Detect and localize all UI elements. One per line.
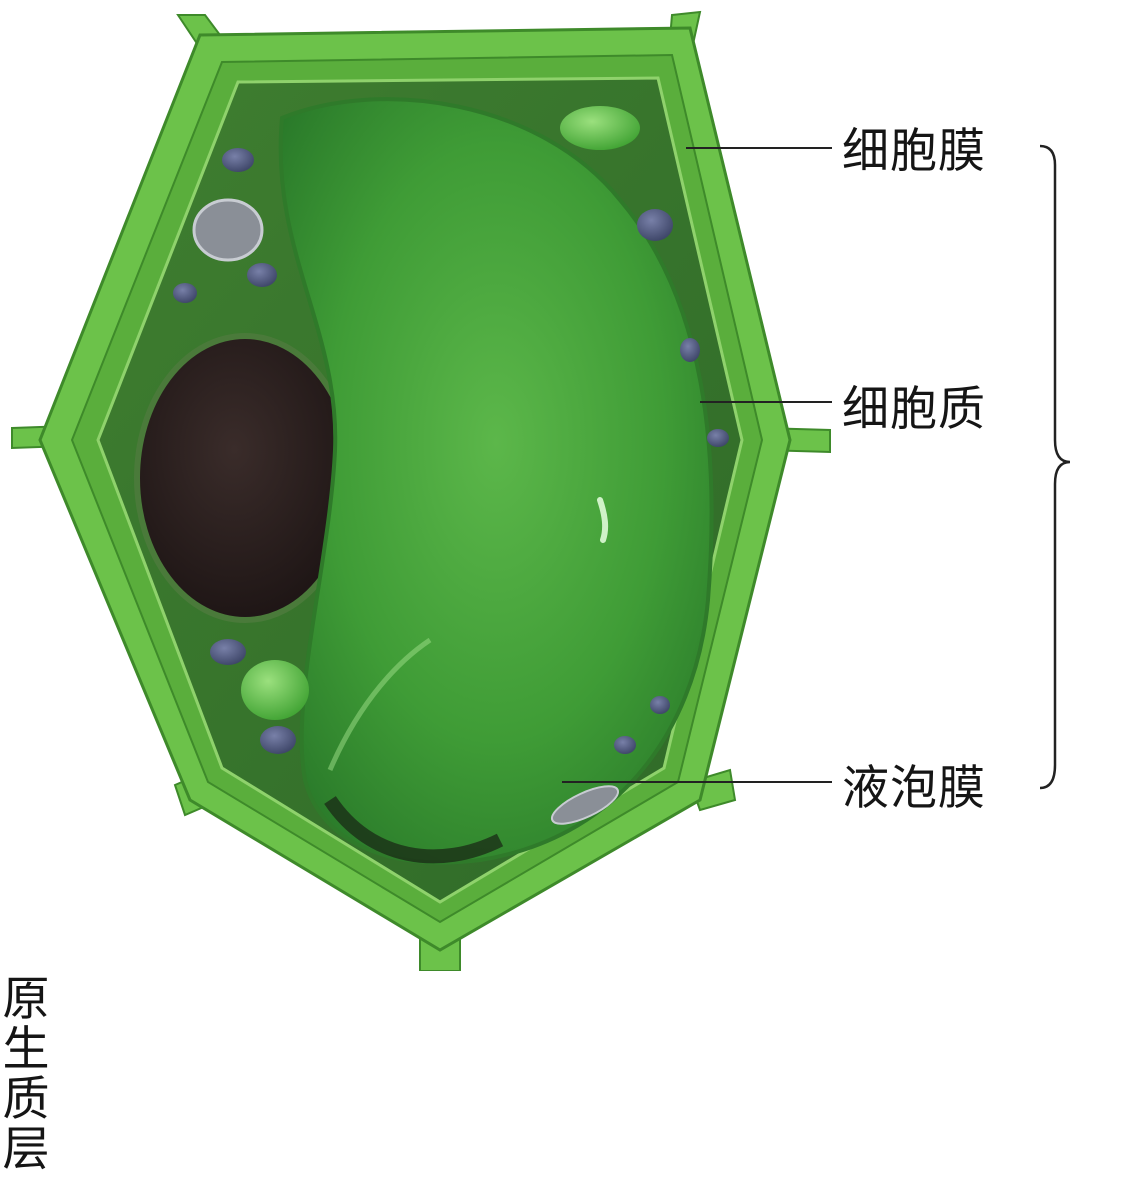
label-cell-membrane: 细胞膜 [842,128,986,175]
label-cytoplasm: 细胞质 [842,386,986,433]
label-protoplast-char: 生 [0,1025,52,1075]
label-protoplast-char: 质 [0,1075,52,1125]
label-protoplast-char: 层 [0,1125,52,1175]
plant-cell-diagram: 细胞膜 细胞质 液泡膜 原 生 质 层 [0,0,1142,971]
label-protoplast-layer: 原 生 质 层 [0,975,52,1175]
bracket [1040,146,1070,788]
chloroplast [241,660,309,720]
chloroplast [560,106,640,150]
label-vacuole-membrane: 液泡膜 [842,765,986,812]
mitochondrion [194,200,262,260]
label-protoplast-char: 原 [0,975,52,1025]
